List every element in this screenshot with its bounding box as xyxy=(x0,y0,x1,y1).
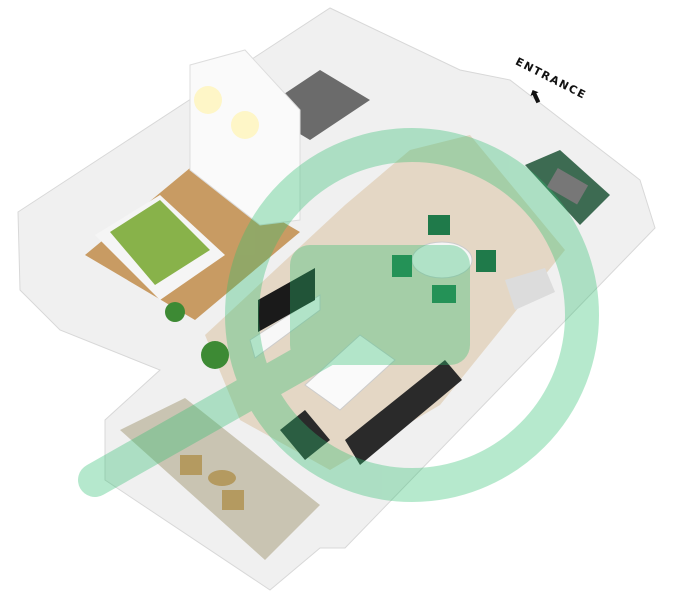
lamp xyxy=(194,86,222,114)
lamp xyxy=(231,111,259,139)
bed xyxy=(95,195,225,300)
plant xyxy=(201,341,229,369)
balcony-chairs xyxy=(180,455,244,510)
armchair xyxy=(280,410,330,460)
plant xyxy=(165,302,185,322)
ottoman xyxy=(505,268,555,310)
sofa xyxy=(345,360,462,465)
stove xyxy=(546,167,589,205)
dining-set xyxy=(392,215,496,303)
living-floor xyxy=(205,135,565,470)
tv xyxy=(258,268,315,332)
watermark-logo xyxy=(78,128,599,502)
coffee-table xyxy=(304,334,396,411)
